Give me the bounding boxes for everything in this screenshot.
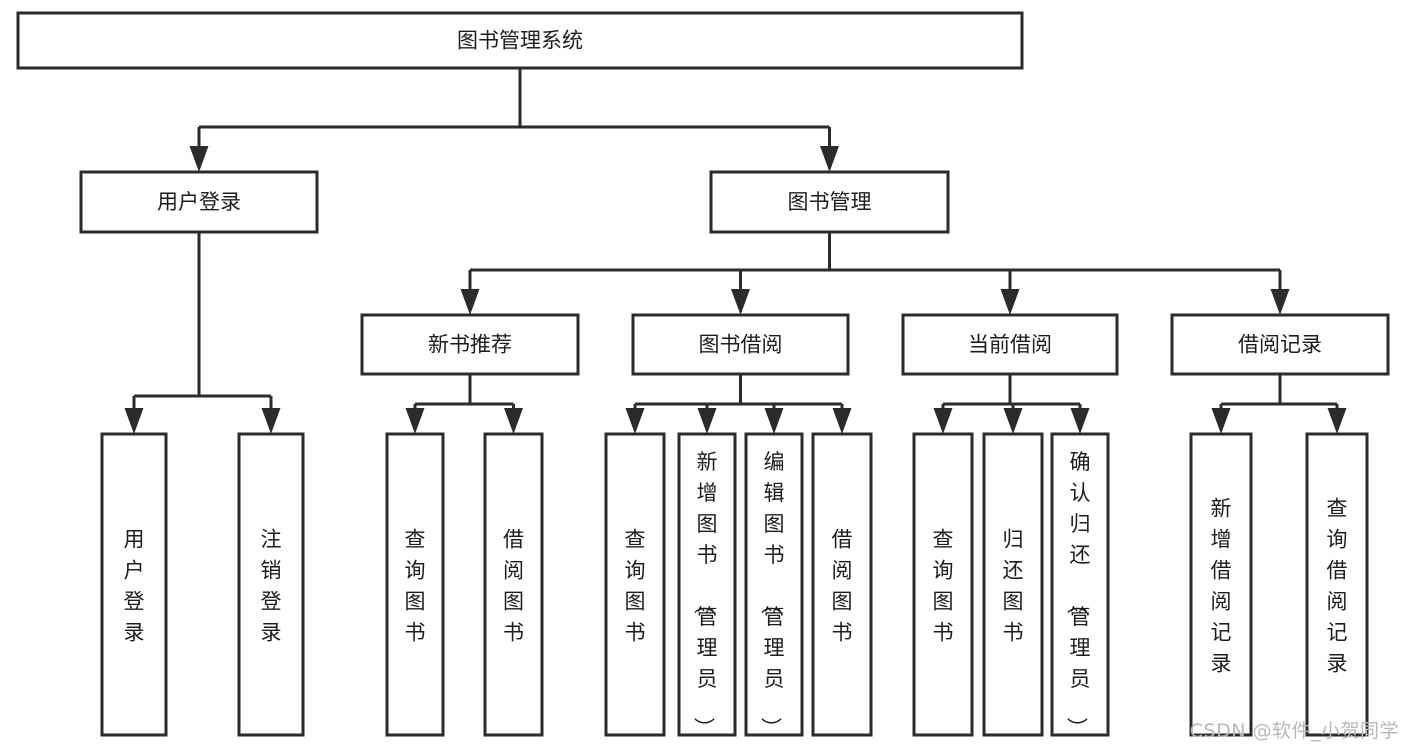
arrow-head-icon — [1000, 289, 1020, 315]
node-box — [1050, 432, 1110, 737]
node-box — [677, 432, 737, 737]
node-leaf-confirm-return[interactable]: 确认归还（管理员） — [1050, 432, 1110, 738]
arrow-head-icon — [1070, 408, 1090, 434]
arrow-head-icon — [504, 408, 523, 434]
node-label: 当前借阅 — [968, 333, 1052, 357]
node-leaf-add-book[interactable]: 新增图书（管理员） — [677, 432, 737, 738]
node-leaf-query-book-1[interactable]: 查询图书 — [385, 432, 445, 737]
node-label: 查询图书 — [933, 528, 954, 645]
node-box — [1189, 432, 1253, 737]
arrow-head-icon — [1211, 408, 1231, 434]
node-user-login[interactable]: 用户登录 — [79, 170, 319, 234]
node-label: 用户登录 — [124, 528, 145, 645]
node-book-mgmt[interactable]: 图书管理 — [709, 170, 950, 234]
node-label: 图书管理系统 — [457, 29, 583, 53]
node-current-borrow[interactable]: 当前借阅 — [901, 313, 1119, 376]
node-label: 查询图书 — [625, 528, 646, 645]
arrow-head-icon — [625, 408, 645, 434]
node-root[interactable]: 图书管理系统 — [16, 11, 1024, 70]
node-box — [79, 170, 319, 234]
arrow-head-icon — [1270, 289, 1290, 315]
arrow-head-icon — [731, 289, 750, 315]
arrow-head-icon — [189, 146, 209, 172]
arrow-head-icon — [405, 408, 425, 434]
node-box — [709, 170, 950, 234]
node-leaf-borrow-book-1[interactable]: 借阅图书 — [483, 432, 544, 737]
node-leaf-query-book-3[interactable]: 查询图书 — [912, 432, 974, 737]
node-label: 确认归还（管理员） — [1065, 450, 1091, 738]
node-box — [385, 432, 445, 737]
arrow-head-icon — [764, 408, 784, 434]
arrow-head-icon — [820, 146, 839, 172]
node-leaf-edit-book[interactable]: 编辑图书（管理员） — [744, 432, 804, 738]
node-box — [912, 432, 974, 737]
node-label: 用户登录 — [157, 190, 241, 214]
node-box — [1170, 313, 1390, 376]
node-leaf-user-logout[interactable]: 注销登录 — [237, 432, 305, 737]
node-label: 图书借阅 — [699, 333, 783, 357]
node-label: 新增借阅记录 — [1211, 497, 1232, 676]
node-borrow-record[interactable]: 借阅记录 — [1170, 313, 1390, 376]
node-box — [811, 432, 873, 737]
connector-lines — [124, 68, 1347, 434]
node-label: 新书推荐 — [428, 333, 512, 357]
arrow-head-icon — [1327, 408, 1347, 434]
node-box — [901, 313, 1119, 376]
node-label: 图书管理 — [788, 190, 872, 214]
node-box — [100, 432, 168, 737]
node-box — [16, 11, 1024, 70]
node-label: 借阅图书 — [832, 528, 853, 645]
node-box — [604, 432, 666, 737]
node-box — [982, 432, 1044, 737]
node-leaf-query-book-2[interactable]: 查询图书 — [604, 432, 666, 737]
arrow-head-icon — [460, 289, 480, 315]
node-label: 归还图书 — [1003, 528, 1024, 645]
node-label: 查询图书 — [405, 528, 426, 645]
arrow-head-icon — [1003, 408, 1023, 434]
arrow-head-icon — [933, 408, 953, 434]
node-box — [360, 313, 580, 376]
node-box — [237, 432, 305, 737]
node-label: 借阅图书 — [503, 528, 524, 645]
node-leaf-query-record[interactable]: 查询借阅记录 — [1305, 432, 1369, 737]
node-new-book-rec[interactable]: 新书推荐 — [360, 313, 580, 376]
arrow-head-icon — [832, 408, 852, 434]
node-leaf-borrow-book-2[interactable]: 借阅图书 — [811, 432, 873, 737]
node-label: 查询借阅记录 — [1327, 497, 1348, 676]
node-label: 新增图书（管理员） — [692, 450, 718, 738]
arrow-head-icon — [124, 408, 144, 434]
node-leaf-add-record[interactable]: 新增借阅记录 — [1189, 432, 1253, 737]
node-book-borrow[interactable]: 图书借阅 — [631, 313, 850, 376]
node-leaf-return-book[interactable]: 归还图书 — [982, 432, 1044, 737]
node-box — [1305, 432, 1369, 737]
node-boxes: 图书管理系统用户登录图书管理新书推荐图书借阅当前借阅借阅记录用户登录注销登录查询… — [16, 11, 1390, 738]
node-box — [744, 432, 804, 737]
node-box — [483, 432, 544, 737]
node-label: 编辑图书（管理员） — [759, 450, 785, 738]
node-box — [631, 313, 850, 376]
node-label: 注销登录 — [261, 528, 282, 645]
arrow-head-icon — [261, 408, 281, 434]
node-label: 借阅记录 — [1238, 333, 1322, 357]
node-leaf-user-login[interactable]: 用户登录 — [100, 432, 168, 737]
arrow-head-icon — [697, 408, 717, 434]
